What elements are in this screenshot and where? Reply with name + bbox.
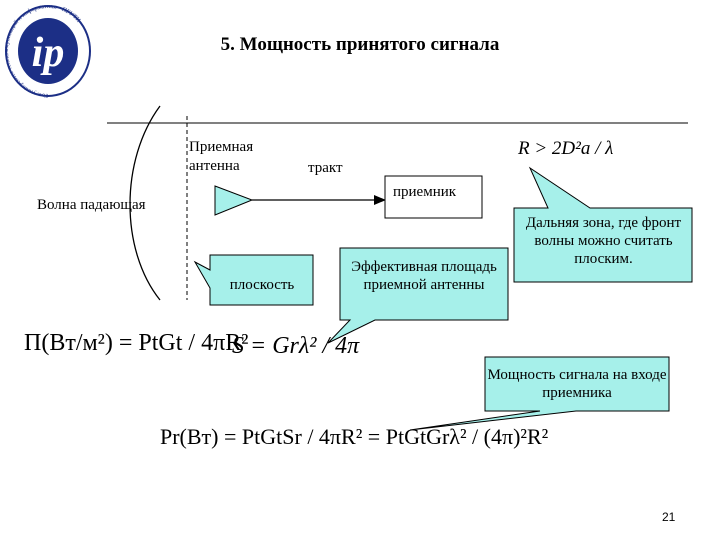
page-number: 21 [662, 510, 676, 524]
formula-effective-area-text: S = Grλ² / 4π [232, 333, 360, 359]
incident-wave-label: Волна падающая [37, 197, 146, 213]
callout-plane-text: плоскость [229, 277, 295, 293]
receiver-box [384, 175, 483, 219]
callout-far-zone-shape [513, 166, 693, 283]
slide-title: 5. Мощность принятого сигнала [220, 34, 500, 55]
callout-power-text: Мощность сигнала на входе приемника [487, 367, 667, 401]
path-label: тракт [308, 160, 343, 176]
antenna-triangle [214, 185, 254, 216]
receiver-label: приемник [393, 184, 457, 200]
university-logo: Гос. университет телекоммуникаций и инфо… [4, 4, 91, 99]
antenna-label-line2: антенна [189, 158, 240, 174]
formula-received-power: Pr(Вт) = PtGtSr / 4πR² = PtGtGrλ² / (4π)… [160, 424, 548, 450]
formula-flux-density-text: П(Вт/м²) = PtGt / 4πR² [24, 330, 249, 356]
logo-glyph: ip [32, 30, 65, 76]
callout-power-shape [409, 356, 670, 431]
formula-received-power-text: Pr(Вт) = PtGtSr / 4πR² = PtGtGrλ² / (4π)… [160, 424, 549, 449]
callout-plane-shape [193, 254, 314, 306]
arrow-head [374, 195, 386, 205]
callout-far-zone-text: Дальняя зона, где фронт волны можно счит… [525, 215, 682, 267]
callout-area-shape [327, 247, 509, 344]
far-zone-formula: R > 2D²a / λ [518, 138, 613, 160]
far-zone-formula-text: R > 2D²a / λ [518, 138, 614, 159]
antenna-label-line1: Приемная [189, 139, 254, 155]
formula-effective-area: S = Grλ² / 4π [232, 333, 359, 360]
wave-front-arc [129, 105, 161, 301]
formula-flux-density: П(Вт/м²) = PtGt / 4πR² [24, 330, 248, 357]
callout-area-text: Эффективная площадь приемной антенны [351, 259, 497, 293]
